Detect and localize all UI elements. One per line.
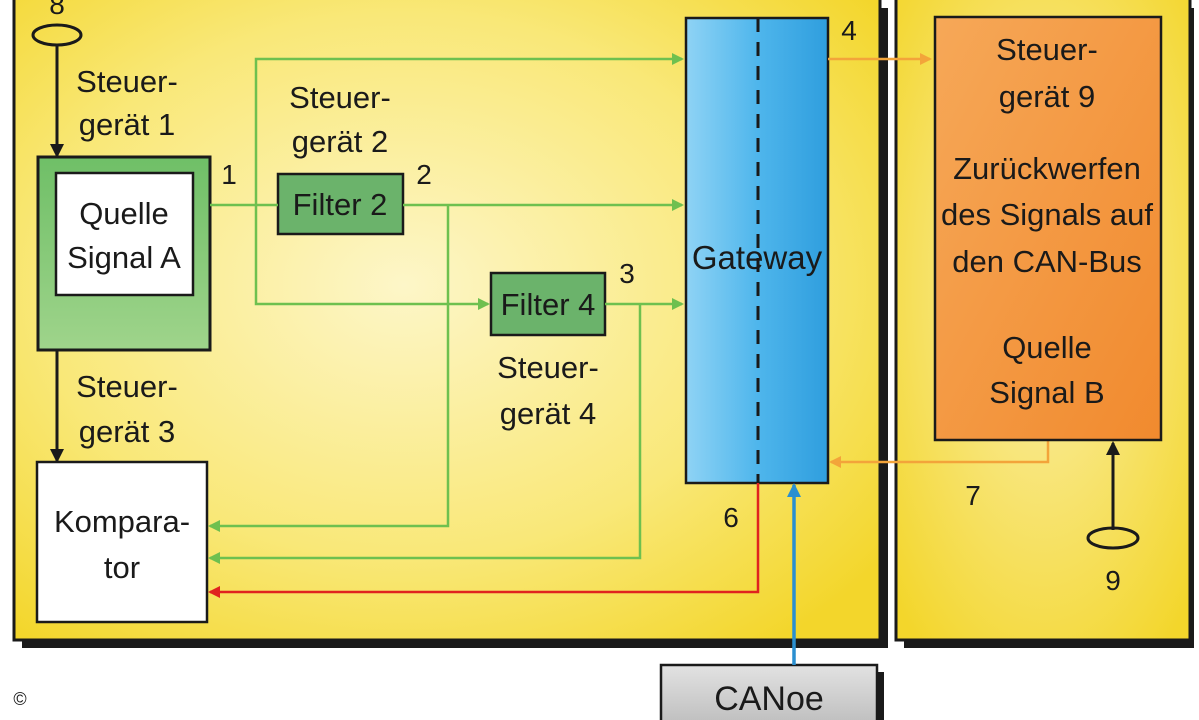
ecu3-name-line1: Steuer- xyxy=(76,369,178,404)
ecu1-name-line2: gerät 1 xyxy=(79,107,176,142)
reflect-line3: den CAN-Bus xyxy=(952,244,1142,279)
filter4-box xyxy=(489,271,607,337)
canoe-label: CANoe xyxy=(714,680,824,718)
gateway-label: Gateway xyxy=(692,239,823,276)
sensor-9-icon xyxy=(1086,526,1140,550)
signal-a-to-filter4 xyxy=(254,205,490,310)
number-2: 2 xyxy=(416,159,432,190)
number-9: 9 xyxy=(1105,565,1121,596)
number-4: 4 xyxy=(841,15,857,46)
canoe-box xyxy=(659,663,879,720)
ecu9-name-line1: Steuer- xyxy=(996,32,1098,67)
number-3: 3 xyxy=(619,258,635,289)
ecu2-name-line1: Steuer- xyxy=(289,80,391,115)
number-8: 8 xyxy=(49,0,65,20)
filter4-to-comparator xyxy=(208,304,642,564)
gateway-to-comparator-red xyxy=(208,483,760,598)
source-a-box xyxy=(54,171,195,297)
ecu9-name-line2: gerät 9 xyxy=(999,79,1096,114)
ecu9-box xyxy=(933,15,1163,442)
number-6: 6 xyxy=(723,502,739,533)
ecu4-name-line1: Steuer- xyxy=(497,350,599,385)
source-a-line1: Quelle xyxy=(79,196,169,231)
ecu1-name-line1: Steuer- xyxy=(76,64,178,99)
comparator-line1: Kompara- xyxy=(54,504,190,539)
signal-a-to-gateway-top xyxy=(254,53,684,205)
number-1: 1 xyxy=(221,159,237,190)
ecu3-name-line2: gerät 3 xyxy=(79,414,176,449)
filter2-to-comparator xyxy=(208,205,450,532)
source-b-line1: Quelle xyxy=(1002,330,1092,365)
reflect-line2: des Signals auf xyxy=(941,197,1153,232)
source-a-line2: Signal A xyxy=(67,240,181,275)
ecu2-name-line2: gerät 2 xyxy=(292,124,389,159)
comparator-box xyxy=(35,460,209,624)
filter4-label: Filter 4 xyxy=(501,287,596,322)
number-7: 7 xyxy=(965,480,981,511)
ecu9-to-gateway-arrow xyxy=(829,441,1050,468)
copyright-mark: © xyxy=(13,689,26,709)
reflect-line1: Zurückwerfen xyxy=(953,151,1141,186)
comparator-line2: tor xyxy=(104,550,140,585)
ecu4-name-line2: gerät 4 xyxy=(500,396,597,431)
filter2-label: Filter 2 xyxy=(293,187,388,222)
source-b-line2: Signal B xyxy=(989,375,1104,410)
